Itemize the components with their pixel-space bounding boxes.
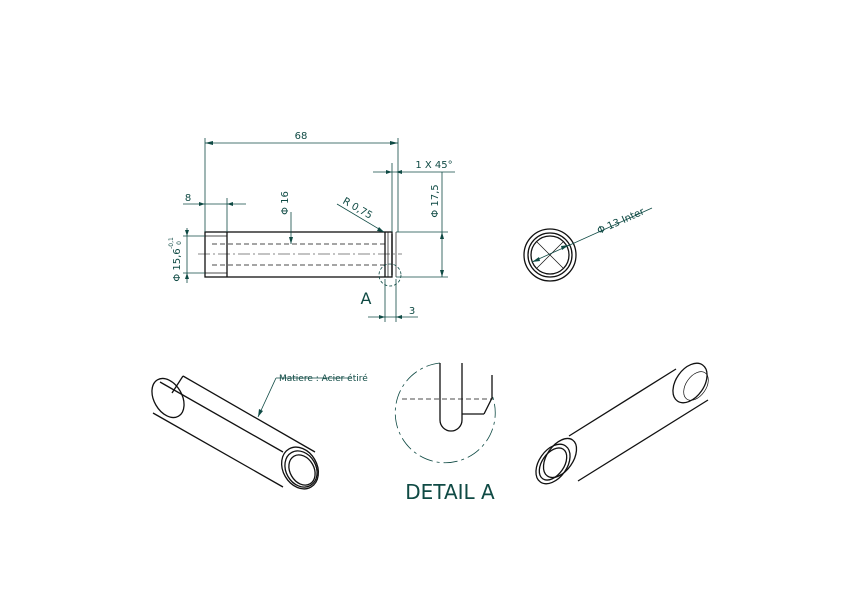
detail-boundary [394, 362, 496, 464]
end-view-chamfer-circle [527, 232, 573, 278]
inner-diameter-label: Φ 13 Inter [596, 206, 647, 237]
isometric-view-right [535, 362, 709, 485]
left-iso-rim-inner [288, 454, 316, 486]
right-iso-groove [542, 437, 578, 479]
groove-width-label: 3 [409, 306, 415, 317]
detail-a-circle [378, 263, 402, 287]
detail-title: DETAIL A [405, 480, 495, 504]
material-note: Matiere : Acier étiré [279, 373, 368, 384]
right-iso-end-inner [538, 447, 568, 481]
tolerance-upper-label: -0,1 [168, 237, 175, 249]
left-iso-rim-mid [284, 450, 318, 488]
end-view: Φ 13 Inter [523, 206, 653, 282]
left-iso-rim-outer [280, 446, 320, 490]
right-iso-far-rim [683, 371, 709, 401]
detail-a-view: DETAIL A [394, 362, 496, 504]
end-view-outer-circle [523, 228, 577, 282]
tolerance-lower-label: 0 [176, 241, 183, 245]
overall-length-label: 68 [295, 131, 308, 142]
front-view [198, 231, 402, 287]
right-iso-far-end [672, 362, 708, 404]
dimension-annotations: 68 8 Φ 16 R 0,75 1 X 45° Φ 17,5 [168, 131, 455, 322]
outer-diameter-label: Φ 17,5 [430, 184, 441, 217]
end-view-bore-circle [530, 235, 570, 275]
isometric-view-left: Matiere : Acier étiré [151, 373, 368, 490]
bore-diameter-label: Φ 16 [280, 191, 291, 215]
left-iso-end [151, 377, 185, 419]
chamfer-label: 1 X 45° [415, 160, 452, 171]
detail-marker-label: A [361, 289, 372, 308]
pin-body-outline [204, 231, 393, 278]
shoulder-length-label: 8 [185, 193, 191, 204]
groove-diameter-label: Φ 15,6 [172, 248, 183, 281]
